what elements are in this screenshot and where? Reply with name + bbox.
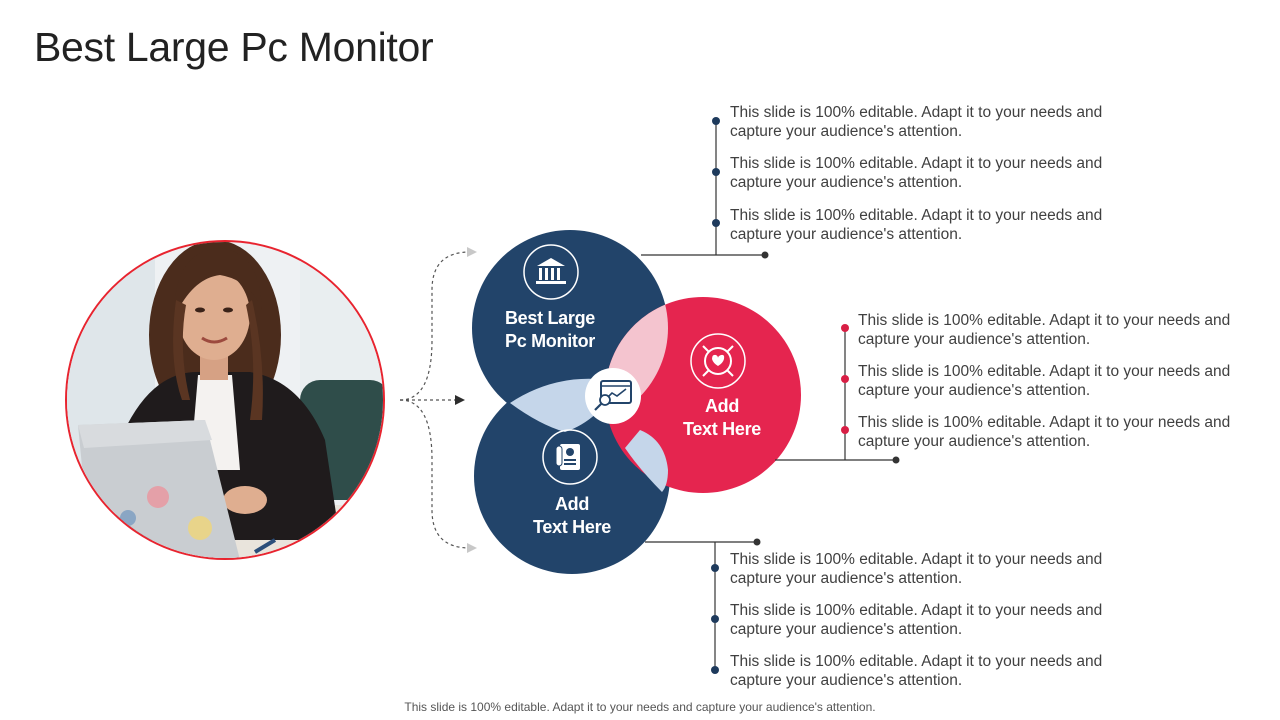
bullet-top-3-line1: This slide is 100% editable. Adapt it to… xyxy=(730,206,1130,225)
bullet-mid-3-line2: capture your audience's attention. xyxy=(858,432,1258,451)
circle-right-label: Add Text Here xyxy=(652,395,792,441)
circle-top-label-line2: Pc Monitor xyxy=(480,330,620,353)
bullet-top-2-line1: This slide is 100% editable. Adapt it to… xyxy=(730,154,1130,173)
bullet-mid-2-line2: capture your audience's attention. xyxy=(858,381,1258,400)
bullet-top-3-line2: capture your audience's attention. xyxy=(730,225,1130,244)
circle-bottom-label: Add Text Here xyxy=(502,493,642,539)
arrow-head-mid xyxy=(455,395,465,405)
bullet-dot-top-3 xyxy=(712,219,720,227)
arrow-head-bottom xyxy=(467,543,477,553)
bullet-top-2: This slide is 100% editable. Adapt it to… xyxy=(730,154,1130,192)
bullet-bottom-2: This slide is 100% editable. Adapt it to… xyxy=(730,601,1130,639)
circle-right-label-line1: Add xyxy=(652,395,792,418)
arrow-head-top xyxy=(467,247,477,257)
bullet-mid-3: This slide is 100% editable. Adapt it to… xyxy=(858,413,1258,451)
circle-bottom-label-line2: Text Here xyxy=(502,516,642,539)
bullet-mid-3-line1: This slide is 100% editable. Adapt it to… xyxy=(858,413,1258,432)
bullet-bottom-1: This slide is 100% editable. Adapt it to… xyxy=(730,550,1130,588)
bullet-dot-top-2 xyxy=(712,168,720,176)
bullet-mid-1-line2: capture your audience's attention. xyxy=(858,330,1258,349)
bullet-bottom-2-line2: capture your audience's attention. xyxy=(730,620,1130,639)
bullet-mid-1-line1: This slide is 100% editable. Adapt it to… xyxy=(858,311,1258,330)
circle-top-label-line1: Best Large xyxy=(480,307,620,330)
bullet-dot-mid-1 xyxy=(841,324,849,332)
bullet-bottom-3: This slide is 100% editable. Adapt it to… xyxy=(730,652,1130,690)
bullet-mid-1: This slide is 100% editable. Adapt it to… xyxy=(858,311,1258,349)
circle-top-label: Best Large Pc Monitor xyxy=(480,307,620,353)
bullet-top-3: This slide is 100% editable. Adapt it to… xyxy=(730,206,1130,244)
bullet-bottom-1-line1: This slide is 100% editable. Adapt it to… xyxy=(730,550,1130,569)
bullet-bottom-3-line2: capture your audience's attention. xyxy=(730,671,1130,690)
bullet-top-1-line2: capture your audience's attention. xyxy=(730,122,1130,141)
photo-woman-laptop xyxy=(60,240,390,575)
bullet-mid-2-line1: This slide is 100% editable. Adapt it to… xyxy=(858,362,1258,381)
bullet-bottom-2-line1: This slide is 100% editable. Adapt it to… xyxy=(730,601,1130,620)
bullet-top-1-line1: This slide is 100% editable. Adapt it to… xyxy=(730,103,1130,122)
bullet-top-1: This slide is 100% editable. Adapt it to… xyxy=(730,103,1130,141)
analytics-magnifier-icon xyxy=(585,368,641,424)
bullet-bottom-1-line2: capture your audience's attention. xyxy=(730,569,1130,588)
circle-right-label-line2: Text Here xyxy=(652,418,792,441)
bullet-top-2-line2: capture your audience's attention. xyxy=(730,173,1130,192)
bullet-dot-mid-3 xyxy=(841,426,849,434)
bullet-mid-2: This slide is 100% editable. Adapt it to… xyxy=(858,362,1258,400)
bullet-dot-mid-2 xyxy=(841,375,849,383)
bullet-dot-bottom-3 xyxy=(711,666,719,674)
bullet-dot-top-1 xyxy=(712,117,720,125)
bullet-bottom-3-line1: This slide is 100% editable. Adapt it to… xyxy=(730,652,1130,671)
bullet-dot-bottom-2 xyxy=(711,615,719,623)
footer-note: This slide is 100% editable. Adapt it to… xyxy=(0,700,1280,714)
bullet-dot-bottom-1 xyxy=(711,564,719,572)
circle-bottom-label-line1: Add xyxy=(502,493,642,516)
